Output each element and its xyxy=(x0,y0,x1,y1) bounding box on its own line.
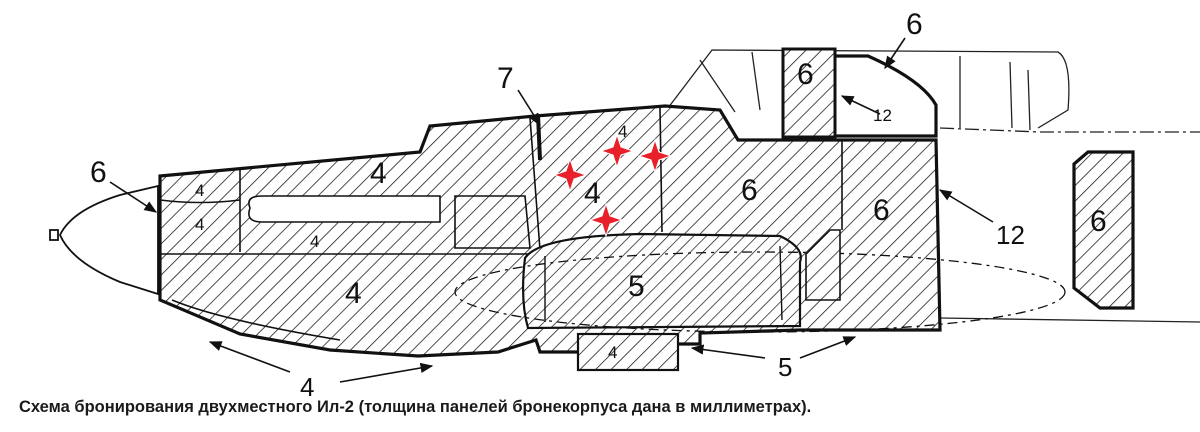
bottom-armor-block xyxy=(576,332,680,372)
label-upper-main-4: 4 xyxy=(370,157,387,190)
thickness-labels: 6 4 4 4 4 4 4 4 7 6 6 6 6 12 12 5 4 5 6 … xyxy=(90,8,1107,402)
hit-markers xyxy=(552,133,673,238)
separate-armor-plate xyxy=(1072,150,1135,310)
head-armor-plate xyxy=(781,47,837,139)
label-side-12: 12 xyxy=(996,220,1025,250)
label-inner-4: 4 xyxy=(310,232,319,251)
inner-channel xyxy=(248,195,441,223)
label-head-armor-6: 6 xyxy=(797,58,814,91)
label-top-6: 6 xyxy=(906,8,923,41)
rear-panel-step xyxy=(805,229,841,301)
label-bottom-5: 5 xyxy=(778,352,792,382)
label-marker-7: 7 xyxy=(497,62,514,95)
label-cockpit-6: 6 xyxy=(741,174,758,207)
leader-arrows xyxy=(109,37,994,383)
hit-marker-icon xyxy=(588,202,624,238)
label-head-12: 12 xyxy=(873,106,892,125)
fuel-tank xyxy=(522,232,802,330)
label-upper-front-4b: 4 xyxy=(195,215,204,234)
hit-marker-icon xyxy=(599,133,635,169)
diagram-caption: Схема бронирования двухместного Ил-2 (то… xyxy=(19,398,812,416)
label-fuel-5: 5 xyxy=(628,270,645,303)
label-separate-6: 6 xyxy=(1090,205,1107,238)
label-top-small-4: 4 xyxy=(618,122,627,141)
hull-dividers xyxy=(159,107,843,341)
tank-inner-line xyxy=(544,245,783,322)
label-nose-6: 6 xyxy=(90,156,107,189)
label-lower-main-4: 4 xyxy=(345,277,362,310)
label-rear-panel-6: 6 xyxy=(873,194,890,227)
label-center-4: 4 xyxy=(584,177,601,210)
head-armor-frame xyxy=(830,54,938,138)
label-bottom-4: 4 xyxy=(608,343,617,362)
hit-marker-icon xyxy=(637,138,673,174)
label-upper-front-4a: 4 xyxy=(195,181,204,200)
hit-marker-icon xyxy=(552,157,588,193)
spinner xyxy=(49,184,159,296)
wing-fairing-dashed xyxy=(454,251,1066,333)
label-bottom-left-4: 4 xyxy=(300,372,314,402)
